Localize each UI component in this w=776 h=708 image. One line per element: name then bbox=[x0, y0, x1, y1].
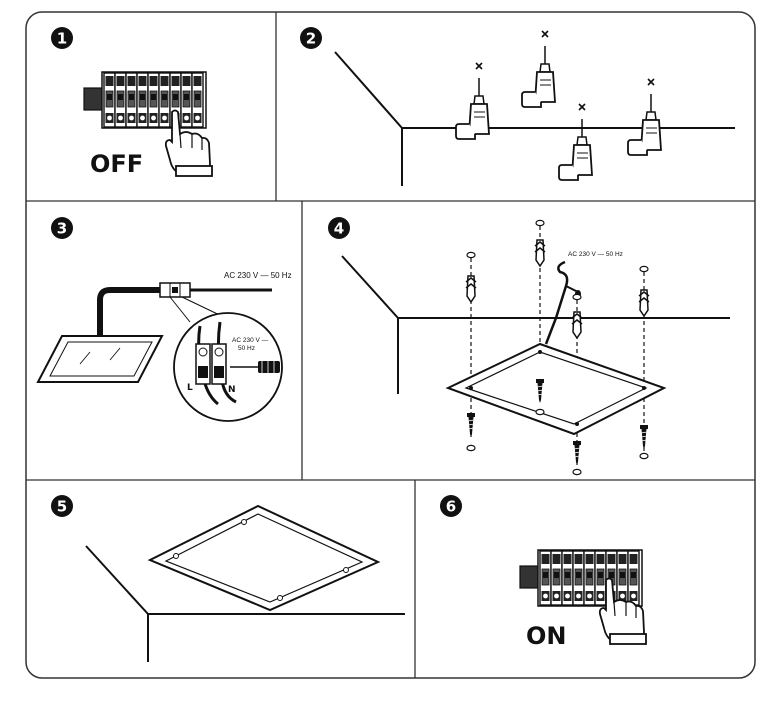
step-1-panel: 1 OFF bbox=[51, 27, 213, 178]
on-label: ON bbox=[526, 622, 567, 650]
step-6-panel: 6 ON bbox=[440, 495, 647, 650]
svg-text:2: 2 bbox=[306, 30, 316, 48]
step-3-voltage: AC 230 V — 50 Hz bbox=[224, 271, 292, 280]
step-1-badge: 1 bbox=[51, 27, 73, 49]
svg-text:1: 1 bbox=[57, 30, 67, 48]
step-4-panel: 4 AC 230 V — 50 Hz bbox=[328, 217, 730, 476]
drill-marks bbox=[475, 30, 655, 111]
terminal-n-label: N bbox=[228, 385, 236, 395]
step-3-panel: 3 AC 230 V — 50 Hz bbox=[36, 217, 292, 422]
screwdriver-icon bbox=[230, 361, 280, 373]
step-6-badge: 6 bbox=[440, 495, 462, 517]
circuit-breaker-icon bbox=[519, 549, 643, 607]
supply-cable bbox=[97, 287, 160, 336]
terminal-connector-icon bbox=[159, 282, 191, 298]
step-2-panel: 2 bbox=[300, 27, 735, 186]
wiring-detail: AC 230 V — 50 Hz L N bbox=[173, 312, 283, 422]
led-panel-icon bbox=[147, 504, 381, 612]
step-5-panel: 5 bbox=[51, 495, 405, 662]
led-panel-icon bbox=[36, 335, 164, 383]
ceiling-corner bbox=[85, 545, 405, 662]
step-5-badge: 5 bbox=[51, 495, 73, 517]
svg-text:50 Hz: 50 Hz bbox=[238, 345, 255, 352]
ceiling-corner bbox=[341, 255, 730, 394]
step-4-voltage: AC 230 V — 50 Hz bbox=[568, 251, 623, 258]
svg-text:AC 230 V —: AC 230 V — bbox=[232, 337, 269, 344]
svg-text:6: 6 bbox=[446, 498, 456, 516]
step-2-badge: 2 bbox=[300, 27, 322, 49]
svg-text:4: 4 bbox=[334, 220, 344, 238]
supply-cable bbox=[544, 260, 569, 345]
off-label: OFF bbox=[90, 150, 143, 178]
circuit-breaker-icon bbox=[83, 71, 207, 129]
step-3-badge: 3 bbox=[51, 217, 73, 239]
terminal-l-label: L bbox=[187, 383, 193, 393]
svg-text:3: 3 bbox=[57, 220, 67, 238]
step-4-badge: 4 bbox=[328, 217, 350, 239]
svg-text:5: 5 bbox=[57, 498, 67, 516]
